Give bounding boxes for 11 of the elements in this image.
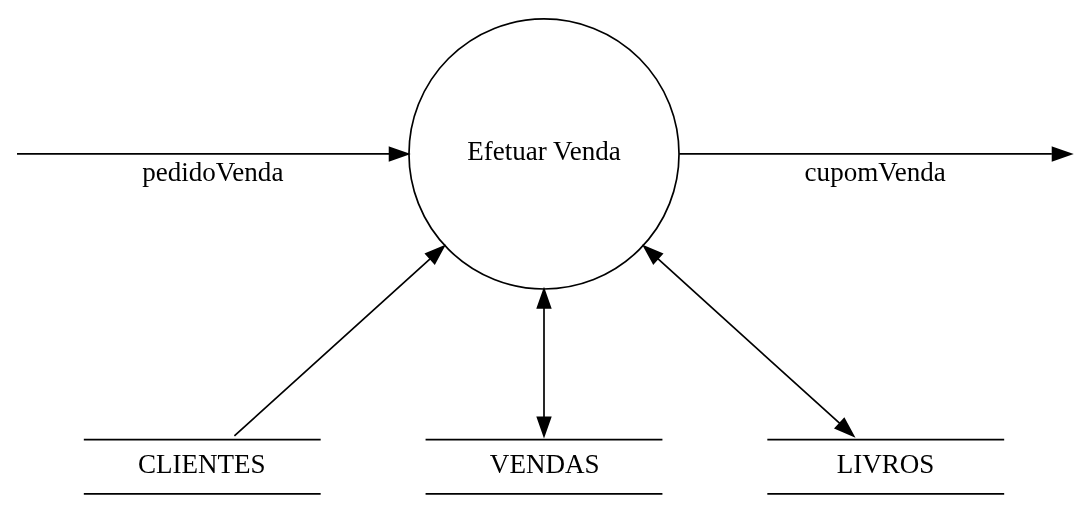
arrow [16, 145, 411, 162]
node-text: CLIENTES [137, 448, 266, 479]
edge-label: cupomVenda [804, 156, 946, 187]
arrow [536, 286, 552, 439]
arrow [642, 243, 856, 438]
node-circle: Efetuar Venda [408, 17, 680, 290]
node-text: VENDAS [489, 448, 600, 479]
node-text: LIVROS [836, 448, 935, 479]
arrow [678, 145, 1074, 162]
edge-label: pedidoVenda [142, 156, 284, 187]
arrow [233, 243, 446, 437]
